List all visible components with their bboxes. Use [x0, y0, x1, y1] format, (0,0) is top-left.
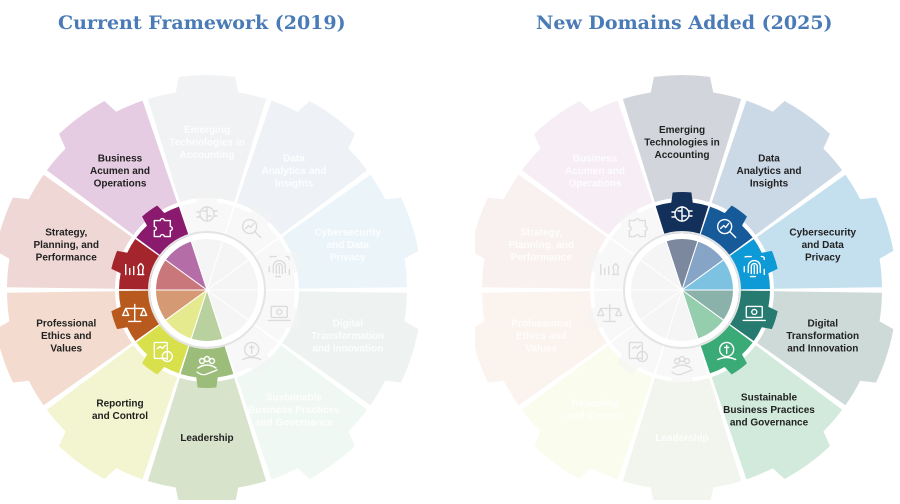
brain-chip-icon — [196, 206, 218, 222]
panel-title-left: Current Framework (2019) — [58, 12, 346, 34]
segment-business-acumen-and-operations-left — [46, 100, 178, 235]
scales-icon — [597, 303, 623, 323]
inner-gear-3-right — [727, 290, 778, 341]
hub-ring-outline-left — [148, 231, 266, 349]
people-hand-icon — [196, 355, 218, 376]
segment-strategy-planning-and-performance-left — [0, 174, 132, 289]
inner-gear-3-left — [252, 290, 303, 341]
magnifier-chart-icon — [716, 218, 737, 239]
inner-gear-1-left — [224, 205, 278, 257]
segment-label-leadership-right: Leadership — [655, 433, 708, 444]
scales-icon — [122, 303, 148, 323]
segment-digital-transformation-and-innovation-left — [282, 291, 419, 406]
report-dollar-icon — [628, 341, 649, 363]
inner-gear-5-right — [655, 343, 709, 389]
segment-digital-transformation-and-innovation-right — [757, 291, 894, 406]
panel-title-right: New Domains Added (2025) — [536, 12, 833, 34]
inner-gear-9-right — [611, 205, 665, 257]
report-dollar-icon — [153, 341, 174, 363]
hub-ring-left — [150, 233, 264, 347]
hub-ring-outline-right — [623, 231, 741, 349]
segment-cybersecurity-and-data-privacy-left — [282, 174, 419, 289]
segment-reporting-and-control-right — [521, 345, 653, 480]
brain-chip-icon — [671, 206, 693, 222]
inner-gear-5-left — [180, 343, 234, 389]
segment-data-analytics-and-insights-right — [711, 100, 843, 235]
segment-sustainable-business-practices-and-governance-right — [711, 345, 843, 480]
segment-strategy-planning-and-performance-right — [475, 174, 607, 289]
puzzle-icon — [628, 217, 649, 238]
people-hand-icon — [671, 355, 693, 376]
segment-leadership-right — [622, 377, 742, 500]
inner-gear-8-left — [111, 239, 162, 290]
fingerprint-icon — [743, 255, 765, 278]
chess-chart-icon — [600, 262, 620, 276]
segment-professional-ethics-and-values-right — [475, 291, 607, 406]
segment-reporting-and-control-left — [46, 345, 178, 480]
segment-emerging-technologies-in-accounting-left — [147, 75, 267, 203]
segment-leadership-left — [147, 377, 267, 500]
inner-gear-7-left — [111, 290, 162, 341]
segment-label-leadership-left: Leadership — [180, 433, 233, 444]
hub-ring-right — [625, 233, 739, 347]
inner-gear-7-right — [586, 290, 637, 341]
magnifier-chart-icon — [241, 218, 262, 239]
segment-emerging-technologies-in-accounting-right — [622, 75, 742, 203]
segment-business-acumen-and-operations-right — [521, 100, 653, 235]
laptop-gear-icon — [742, 305, 766, 322]
inner-gear-8-right — [586, 239, 637, 290]
segment-cybersecurity-and-data-privacy-right — [757, 174, 894, 289]
laptop-gear-icon — [267, 305, 291, 322]
coin-leaf-icon — [241, 341, 262, 361]
inner-gear-1-right — [699, 205, 753, 257]
inner-gear-9-left — [136, 205, 190, 257]
segment-sustainable-business-practices-and-governance-left — [236, 345, 368, 480]
segment-data-analytics-and-insights-left — [236, 100, 368, 235]
chess-chart-icon — [125, 262, 145, 276]
coin-leaf-icon — [716, 341, 737, 361]
segment-professional-ethics-and-values-left — [0, 291, 132, 406]
fingerprint-icon — [268, 255, 290, 278]
puzzle-icon — [153, 217, 174, 238]
